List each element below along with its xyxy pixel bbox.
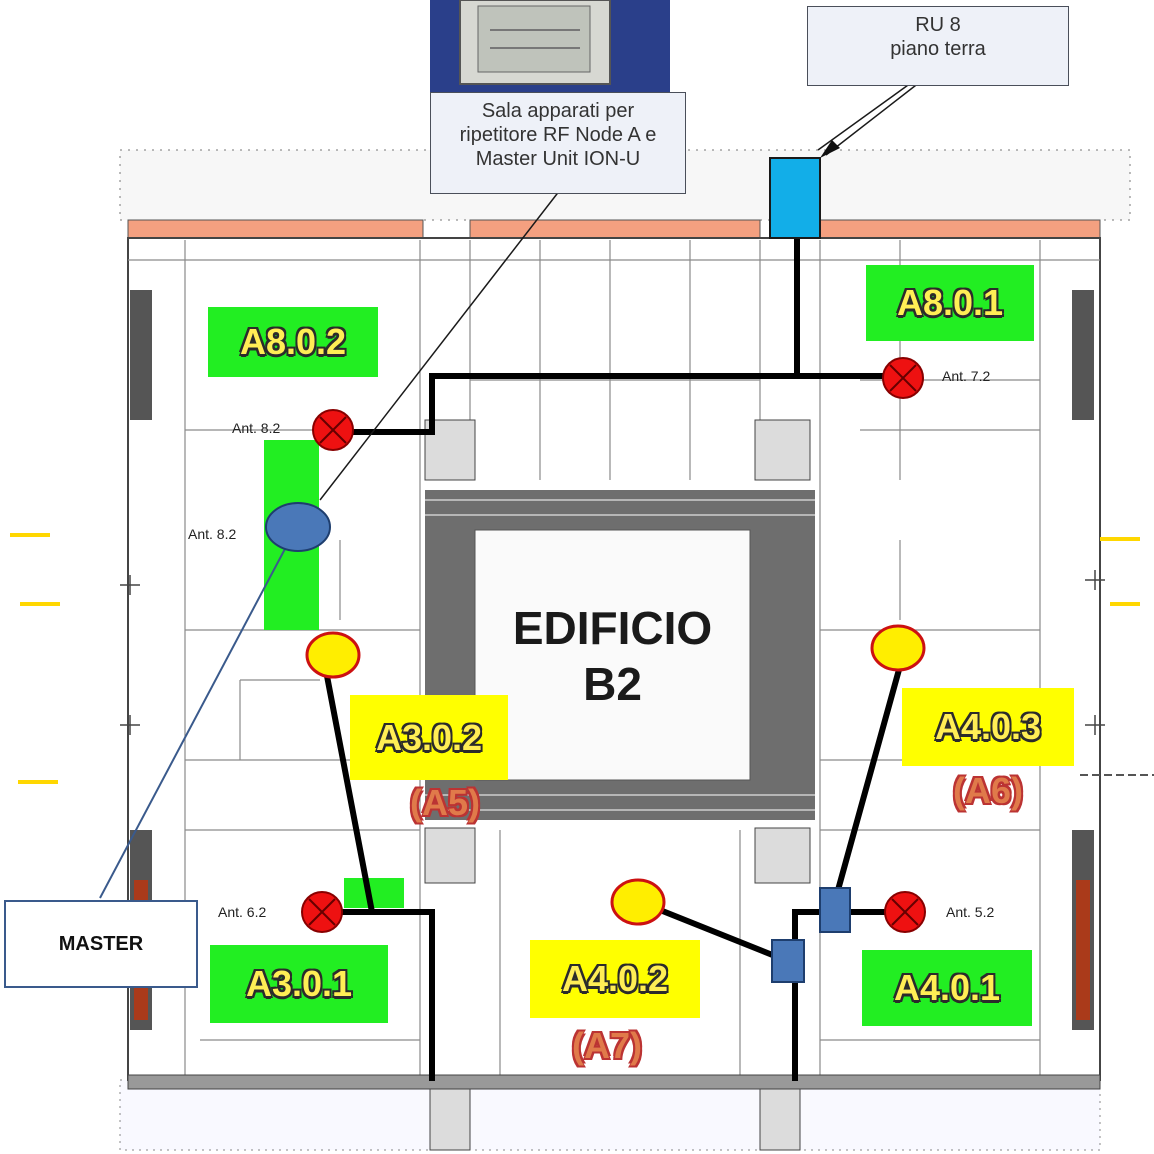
antenna-red-markers [301,357,926,933]
ru8-label: RU 8 [915,14,961,36]
antenna-label-82: Ant. 8.2 [188,526,237,542]
zone-a301: A3.0.1 [210,945,388,1023]
antenna-label-82-top: Ant. 8.2 [232,420,281,436]
equipment-room-callout: Sala apparati per ripetitore RF Node A e… [430,92,686,194]
master-label: MASTER [58,932,144,955]
zone-a802: A8.0.2 [208,307,378,377]
ru8-callout: RU 8 piano terra [807,6,1069,86]
building-name: EDIFICIO B2 [480,600,745,712]
zone-a402: A4.0.2 [530,940,700,1018]
equipment-room-label: Sala apparati per ripetitore RF Node A e… [459,100,657,170]
building-name-line1: EDIFICIO [512,602,713,654]
sublabel-a7: (A7) [572,1025,642,1066]
antenna-label-72: Ant. 7.2 [942,368,991,384]
building-name-line2: B2 [583,658,642,710]
antenna-label-62: Ant. 6.2 [218,904,267,920]
sublabel-a6: (A6) [953,770,1023,811]
antenna-label-52: Ant. 5.2 [946,904,995,920]
zone-a801: A8.0.1 [866,265,1034,341]
zone-a401: A4.0.1 [862,950,1032,1026]
zone-a302: A3.0.2 [350,695,508,780]
zone-a403: A4.0.3 [902,688,1074,766]
master-callout: MASTER [4,900,198,988]
ru8-floor-label: piano terra [890,38,986,60]
sublabel-a5: (A5) [410,782,480,823]
